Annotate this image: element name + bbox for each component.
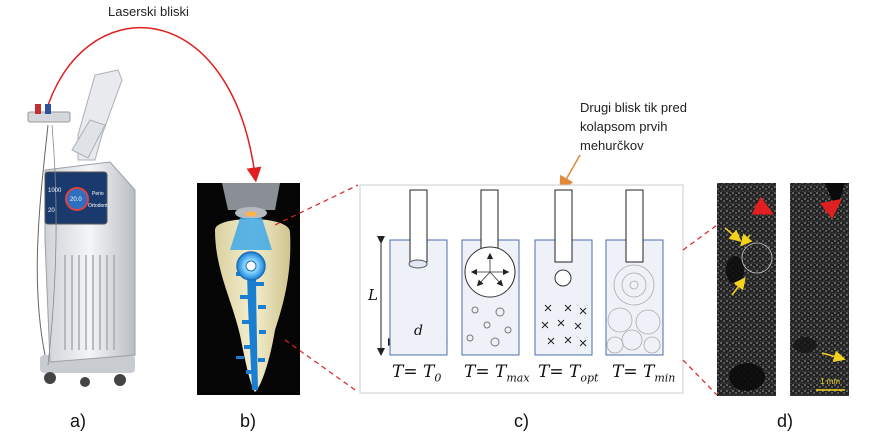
panel-letter-b: b) [240,411,257,431]
equation-tmin-lhs: T= [612,362,643,382]
bubble-stages-panel [359,184,684,394]
equation-t0: T= T0 [392,362,441,384]
zoom-line-top-bc [274,184,359,226]
equation-tmin: T= Tmin [612,362,675,384]
stage-topt [534,189,593,356]
micrograph-right [790,183,849,396]
equation-tmax-lhs: T= [464,362,495,382]
second-flash-line-1: Drugi blisk tik pred [580,100,687,115]
laser-path-arrow [44,26,262,183]
equation-t0-var: T [423,362,435,382]
equation-tmax: T= Tmax [464,362,530,384]
second-flash-label: Drugi blisk tik pred kolapsom prvih mehu… [580,98,687,155]
stage-t0 [389,189,448,356]
equation-topt-var: T [569,362,581,382]
equation-topt: T= Topt [538,362,598,384]
second-flash-line-3: mehurčkov [580,138,644,153]
equation-topt-lhs: T= [538,362,569,382]
zoom-line-bottom-bc [284,339,359,393]
scale-bar-label: 1 mm [820,377,840,386]
laser-flash-label: Laserski bliski [108,4,189,19]
zoom-line-bottom-cd [682,359,718,396]
equation-topt-sub: opt [580,371,599,385]
equation-t0-sub: 0 [434,371,442,385]
axis-label-L: L [368,286,378,304]
screen-center-value: 20.0 [70,197,82,203]
screen-value-1000: 1000 [48,188,62,194]
panel-letter-c: c) [514,411,529,431]
laser-device [27,69,136,387]
zoom-line-top-cd [682,224,718,251]
equation-t0-lhs: T= [392,362,423,382]
screen-label-ortodont: Ortodont [88,203,108,209]
stage-tmin [605,189,664,356]
equation-tmax-sub: max [506,371,530,385]
equation-tmax-var: T [495,362,507,382]
panel-letter-a: a) [70,411,87,431]
micrograph-left [717,183,776,396]
panel-letter-d: d) [777,411,794,431]
equation-tmin-var: T [643,362,655,382]
axis-label-d: d [414,323,423,339]
screen-label-perio: Perio [92,191,104,197]
second-flash-line-2: kolapsom prvih [580,119,668,134]
second-flash-arrow [559,154,581,192]
tooth-illustration [197,183,300,395]
equation-tmin-sub: min [654,371,676,385]
screen-value-20: 20 [48,208,55,214]
stage-tmax [461,189,520,356]
